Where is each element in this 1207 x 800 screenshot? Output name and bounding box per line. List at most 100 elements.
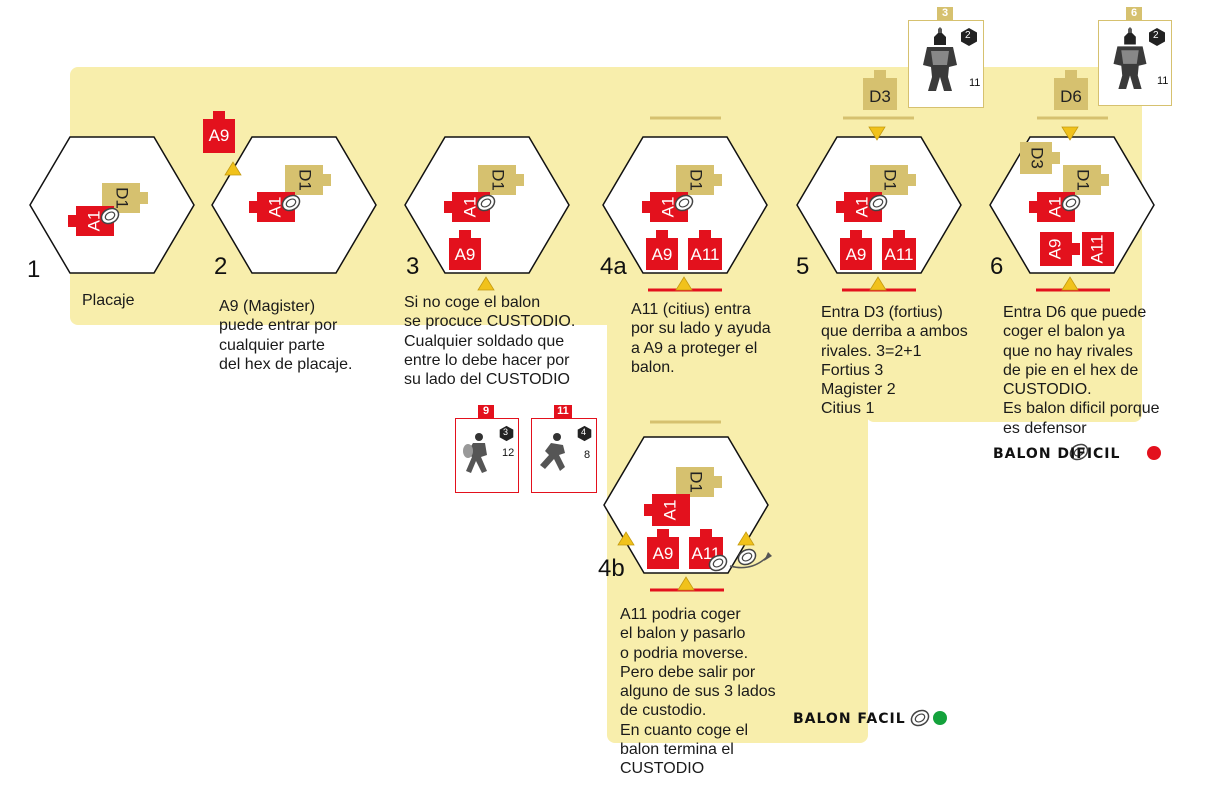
svg-text:D1: D1 — [296, 169, 315, 191]
token-a9: A9 — [646, 230, 678, 270]
red-dot-icon — [1147, 446, 1161, 460]
ball-stat: 11 — [1157, 75, 1169, 87]
token-a9-down: A9 — [1040, 232, 1080, 266]
token-d1: D1 — [478, 165, 524, 195]
svg-text:A1: A1 — [852, 197, 871, 218]
shield-value: 3 — [503, 427, 509, 437]
card-number: 9 — [478, 405, 494, 419]
green-dot-icon — [933, 711, 947, 725]
shield-icon — [577, 425, 592, 442]
entry-triangle — [675, 276, 693, 291]
card-number: 11 — [554, 405, 572, 419]
svg-text:D1: D1 — [489, 169, 508, 191]
player-card-a11: 11 4 8 — [531, 405, 597, 493]
entry-triangle — [869, 276, 887, 291]
svg-text:A1: A1 — [1045, 197, 1064, 218]
svg-text:A11: A11 — [691, 245, 720, 264]
svg-text:A1: A1 — [658, 197, 677, 218]
right-band — [866, 300, 1142, 422]
token-d1: D1 — [676, 467, 722, 497]
token-a9: A9 — [840, 230, 872, 270]
step-number: 5 — [796, 253, 810, 280]
player-card-d6: 6 2 11 — [1098, 7, 1172, 106]
card-number: 3 — [937, 7, 953, 21]
svg-text:A11: A11 — [1087, 235, 1106, 264]
ball-stat: 8 — [584, 449, 591, 461]
svg-text:A1: A1 — [265, 197, 284, 218]
svg-text:A9: A9 — [653, 544, 674, 563]
svg-text:A1: A1 — [460, 197, 479, 218]
token-a11: A11 — [882, 230, 916, 270]
token-a9: A9 — [647, 529, 679, 569]
svg-text:A9: A9 — [1045, 239, 1064, 260]
entry-triangle — [617, 531, 635, 546]
entry-triangle — [868, 126, 886, 141]
svg-text:D6: D6 — [1060, 87, 1082, 106]
ball-stat: 11 — [969, 77, 981, 89]
shield-icon — [961, 28, 977, 46]
ball-icon — [907, 706, 933, 730]
svg-text:A9: A9 — [209, 126, 230, 145]
player-card-d3: 3 2 11 — [908, 7, 984, 108]
svg-text:D3: D3 — [1028, 147, 1047, 169]
arrow-head-icon — [764, 552, 772, 561]
token-a9: A9 — [449, 230, 481, 270]
step-number: 1 — [27, 256, 41, 283]
easy-ball-caption: BALON FACIL — [793, 711, 906, 727]
step-description: Entra D6 que puede coger el balon ya que… — [1003, 304, 1160, 437]
token-d1: D1 — [285, 165, 331, 195]
token-a11-down: A11 — [1082, 232, 1114, 266]
shield-value: 2 — [965, 30, 971, 41]
step-number: 3 — [406, 253, 420, 280]
token-d6: D6 — [1054, 70, 1088, 110]
token-a11: A11 — [688, 230, 722, 270]
step-number: 4a — [600, 253, 627, 280]
svg-text:D1: D1 — [881, 169, 900, 191]
player-card-a9: 9 3 12 — [455, 405, 519, 493]
player-figure-icon — [540, 433, 565, 471]
svg-text:D1: D1 — [1074, 169, 1093, 191]
step-description: Si no coge el balon se procuce CUSTODIO.… — [404, 294, 576, 389]
step-number: 6 — [990, 253, 1004, 280]
entry-triangle — [477, 276, 495, 291]
entry-triangle — [1061, 276, 1079, 291]
entry-triangle — [1061, 126, 1079, 141]
step-description: A11 podria coger el balon y pasarlo o po… — [620, 606, 776, 778]
card-number: 6 — [1126, 7, 1142, 21]
entry-triangle — [224, 161, 242, 176]
token-d1: D1 — [676, 165, 722, 195]
svg-text:A1: A1 — [84, 211, 103, 232]
token-d1: D1 — [1063, 165, 1109, 195]
svg-text:D1: D1 — [687, 471, 706, 493]
svg-text:A9: A9 — [455, 245, 476, 264]
hard-ball-caption: BALON DIFICIL — [993, 446, 1121, 462]
step-description: Entra D3 (fortius) que derriba a ambos r… — [821, 304, 968, 418]
token-d1: D1 — [870, 165, 916, 195]
step-number: 4b — [598, 555, 625, 582]
token-d3: D3 — [863, 70, 897, 110]
svg-text:A9: A9 — [652, 245, 673, 264]
svg-text:A9: A9 — [846, 245, 867, 264]
token-a9-entering: A9 — [203, 111, 235, 153]
step-number: 2 — [214, 253, 228, 280]
shield-value: 4 — [581, 427, 587, 437]
step-description: Placaje — [82, 292, 135, 309]
shield-icon — [1149, 28, 1165, 46]
shield-icon — [499, 425, 514, 442]
entry-triangle — [737, 531, 755, 546]
player-figure-icon — [463, 433, 487, 473]
token-d3-down: D3 — [1020, 142, 1060, 174]
token-a1: A1 — [644, 494, 690, 526]
svg-text:D1: D1 — [113, 187, 132, 209]
step-description: A11 (citius) entra por su lado y ayuda a… — [631, 301, 771, 376]
svg-text:A11: A11 — [885, 245, 914, 264]
player-figure-icon — [923, 27, 957, 91]
entry-triangle — [677, 576, 695, 591]
svg-text:D1: D1 — [687, 169, 706, 191]
step-description: A9 (Magister) puede entrar por cualquier… — [219, 298, 353, 373]
svg-text:D3: D3 — [869, 87, 891, 106]
player-figure-icon — [1113, 27, 1147, 90]
shield-value: 2 — [1153, 30, 1159, 41]
svg-text:A1: A1 — [660, 500, 679, 521]
